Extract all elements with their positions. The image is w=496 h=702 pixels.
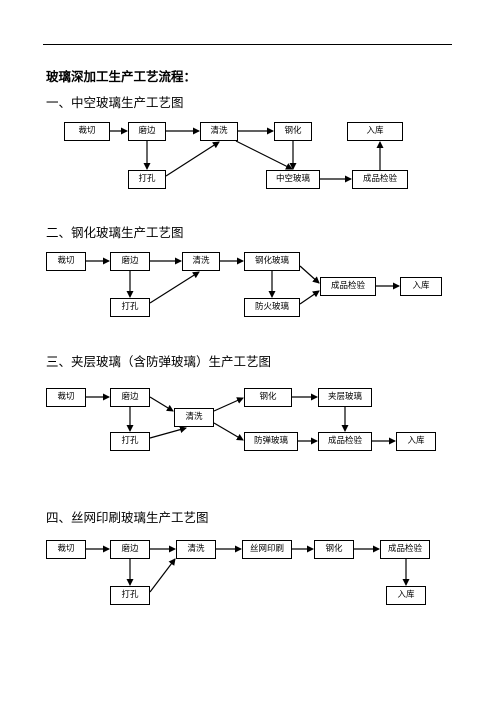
s4-node-print: 丝网印刷 <box>242 540 292 559</box>
s1-node-drill: 打孔 <box>128 170 166 189</box>
s2-arrow-tempered-inspect <box>299 265 320 284</box>
s2-node-cut: 裁切 <box>46 252 86 271</box>
s2-node-inspect: 成品检验 <box>320 277 376 296</box>
section-1-heading: 一、中空玻璃生产工艺图 <box>46 95 184 110</box>
header-rule <box>43 44 452 45</box>
s3-node-store: 入库 <box>396 432 436 451</box>
s4-node-edge: 磨边 <box>110 540 150 559</box>
s1-node-store: 入库 <box>347 122 403 141</box>
section-4-heading: 四、丝网印刷玻璃生产工艺图 <box>46 510 209 525</box>
s3-node-edge: 磨边 <box>110 388 150 407</box>
s3-node-cut: 裁切 <box>46 388 86 407</box>
s1-arrow-drill-wash <box>165 141 220 177</box>
s2-node-store: 入库 <box>400 277 442 296</box>
s3-node-temper: 钢化 <box>244 388 292 407</box>
s1-arrow-wash-insulated <box>235 140 293 170</box>
s1-node-edge: 磨边 <box>128 122 166 141</box>
s3-arrow-wash-temper <box>213 397 244 412</box>
s2-node-fireproof: 防火玻璃 <box>244 298 300 317</box>
s4-node-cut: 裁切 <box>46 540 86 559</box>
page-title: 玻璃深加工生产工艺流程： <box>46 69 197 84</box>
s3-node-inspect: 成品检验 <box>318 432 372 451</box>
s1-node-wash: 清洗 <box>200 122 238 141</box>
s4-node-inspect: 成品检验 <box>380 540 430 559</box>
s2-node-tempered: 钢化玻璃 <box>244 252 300 271</box>
s2-node-drill: 打孔 <box>110 298 150 317</box>
s3-arrow-wash-bulletproof <box>213 422 244 441</box>
s3-node-drill: 打孔 <box>110 432 150 451</box>
section-3-heading: 三、夹层玻璃（含防弹玻璃）生产工艺图 <box>46 354 272 369</box>
s2-node-edge: 磨边 <box>110 252 150 271</box>
s3-arrow-drill-wash <box>149 426 187 439</box>
s1-node-cut: 裁切 <box>64 122 110 141</box>
s3-node-bulletproof: 防弹玻璃 <box>244 432 298 451</box>
s1-node-temper: 钢化 <box>274 122 312 141</box>
s3-node-wash: 清洗 <box>174 408 214 427</box>
section-2-heading: 二、钢化玻璃生产工艺图 <box>46 225 184 240</box>
s4-node-temper: 钢化 <box>314 540 354 559</box>
s4-node-wash: 清洗 <box>176 540 216 559</box>
s2-arrow-drill-wash <box>149 271 200 304</box>
s4-arrow-drill-wash <box>149 558 176 593</box>
s4-node-store: 入库 <box>386 586 426 605</box>
s2-arrow-fireproof-inspect <box>299 290 320 305</box>
s3-arrow-edge-wash <box>149 396 174 412</box>
s4-node-drill: 打孔 <box>110 586 150 605</box>
s1-node-insulated: 中空玻璃 <box>266 170 320 189</box>
s1-node-inspect: 成品检验 <box>352 170 408 189</box>
s2-node-wash: 清洗 <box>182 252 220 271</box>
s3-node-laminated: 夹层玻璃 <box>318 388 372 407</box>
